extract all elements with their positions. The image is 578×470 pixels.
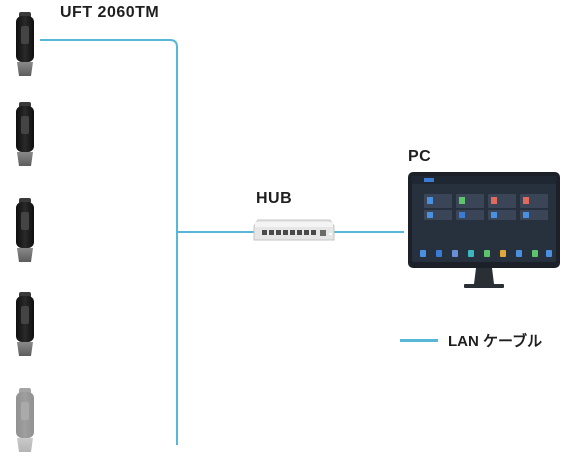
- uft-device: [16, 198, 34, 262]
- uft-device: [16, 102, 34, 166]
- device-label: UFT 2060TM: [60, 4, 160, 21]
- uft-device: [16, 292, 34, 356]
- lan-cables: [40, 39, 404, 465]
- uft-device: [16, 12, 34, 76]
- hub-device: [253, 219, 335, 241]
- monitor-base: [464, 284, 504, 288]
- uft-devices: [16, 12, 34, 452]
- legend-line-swatch: [400, 338, 438, 342]
- pc-monitor: [408, 172, 560, 288]
- legend: LAN ケーブル: [400, 330, 542, 350]
- cable-trunk: [40, 39, 178, 445]
- uft-device: [16, 388, 34, 452]
- hub-label: HUB: [256, 190, 293, 207]
- monitor-stand: [474, 268, 494, 284]
- legend-label: LAN ケーブル: [448, 332, 543, 350]
- pc-label: PC: [408, 148, 432, 165]
